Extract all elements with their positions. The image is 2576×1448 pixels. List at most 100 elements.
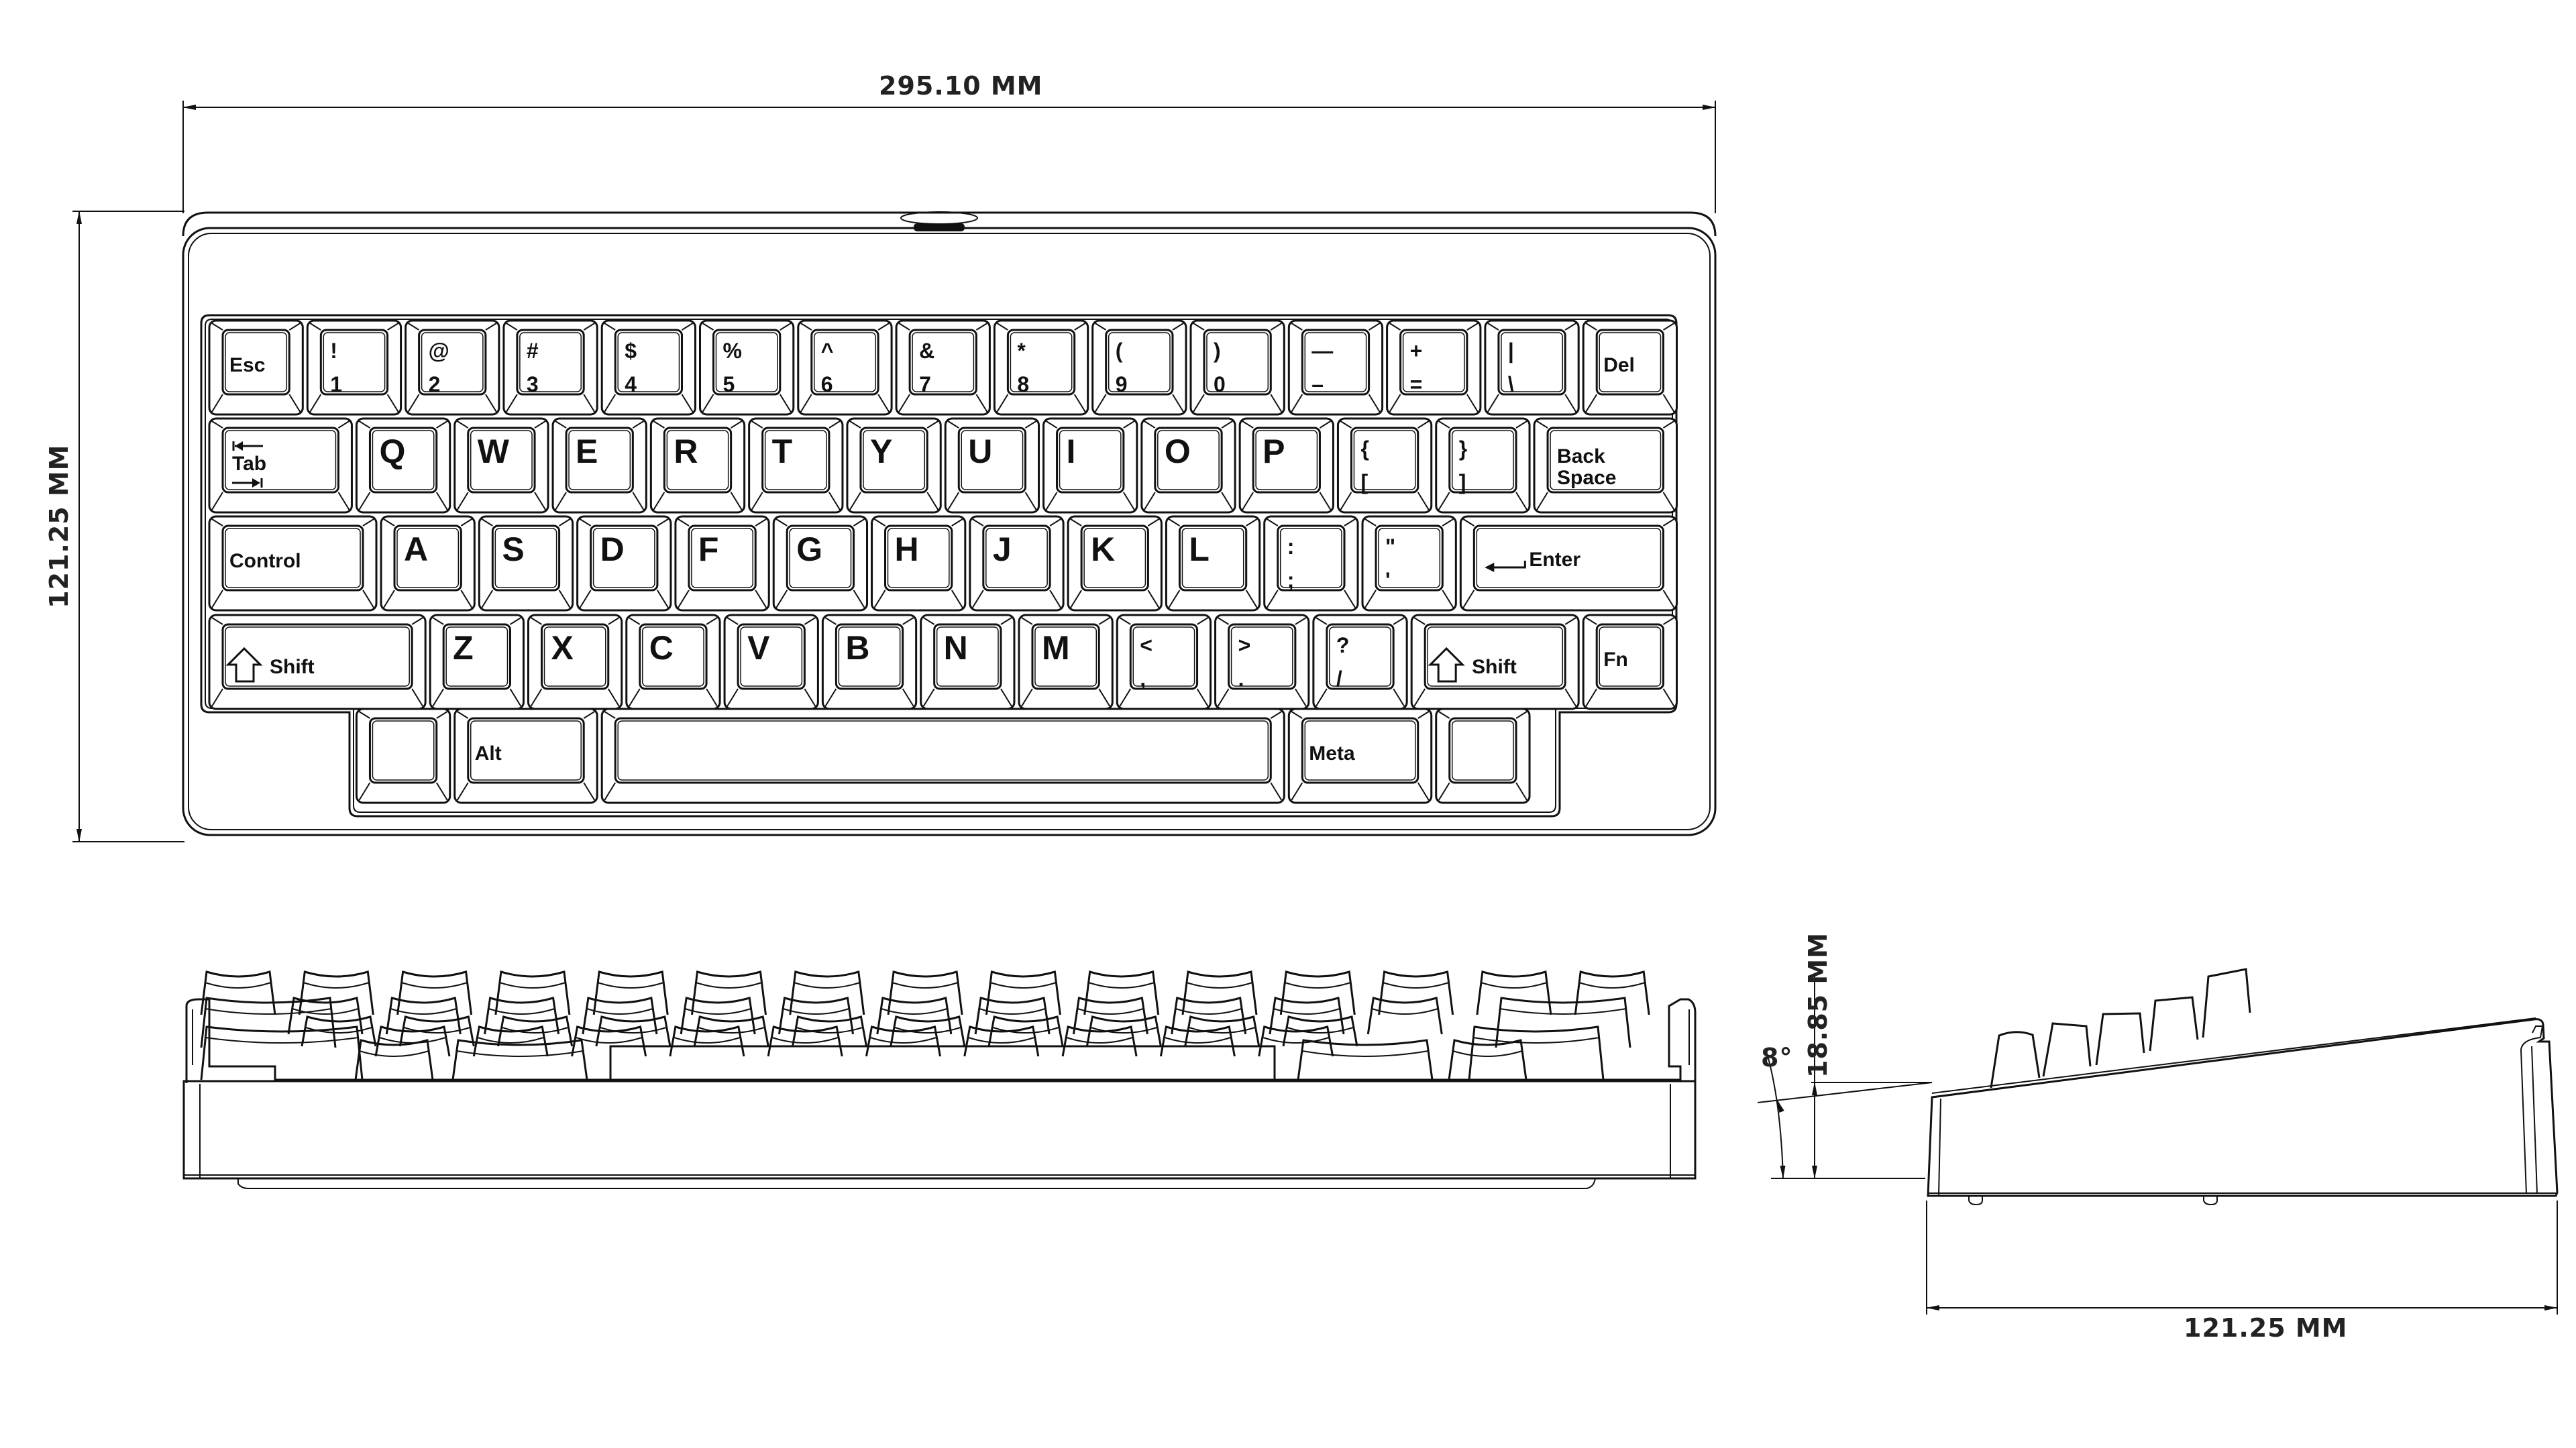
key-a[interactable]: A (380, 515, 476, 612)
key-comma[interactable]: <, (1116, 614, 1212, 710)
key-z[interactable]: Z (429, 614, 525, 710)
key-i[interactable]: I (1042, 417, 1138, 514)
key-legend-shift: $ (625, 339, 637, 363)
side-view (1757, 968, 2559, 1315)
key-legend: Control (229, 550, 301, 572)
key-legend: F (698, 531, 719, 568)
key-m[interactable]: M (1018, 614, 1114, 710)
key-legend: Fn (1603, 649, 1628, 671)
side-depth-dimension-label: 121.25 MM (2184, 1313, 2348, 1343)
key-l[interactable]: L (1165, 515, 1261, 612)
key-esc[interactable]: Esc (208, 319, 304, 416)
key-o[interactable]: O (1140, 417, 1236, 514)
key-legend-shift: { (1360, 437, 1368, 461)
key-equals[interactable]: += (1386, 319, 1482, 416)
key-blank-right[interactable] (1435, 708, 1531, 804)
key-4[interactable]: $4 (600, 319, 697, 416)
key-legend-base: 3 (527, 372, 539, 396)
key-legend-base: \ (1508, 372, 1514, 396)
key-legend-base: 7 (919, 372, 931, 396)
key-alt[interactable]: Alt (453, 708, 598, 804)
key-control[interactable]: Control (208, 515, 378, 612)
key-legend-base: . (1238, 667, 1244, 691)
key-9[interactable]: (9 (1091, 319, 1187, 416)
key-legend: Z (453, 629, 474, 667)
key-x[interactable]: X (527, 614, 623, 710)
key-k[interactable]: K (1067, 515, 1163, 612)
key-shift-left[interactable]: Shift (208, 614, 427, 710)
key-c[interactable]: C (625, 614, 721, 710)
key-5[interactable]: %5 (699, 319, 795, 416)
key-legend-base: 2 (429, 372, 441, 396)
key-u[interactable]: U (944, 417, 1040, 514)
key-semicolon[interactable]: :; (1263, 515, 1359, 612)
key-legend: Esc (229, 354, 265, 376)
key-q[interactable]: Q (355, 417, 451, 514)
key-7[interactable]: &7 (895, 319, 991, 416)
key-v[interactable]: V (723, 614, 819, 710)
key-2[interactable]: @2 (405, 319, 500, 416)
key-bracket-right[interactable]: }] (1435, 417, 1531, 514)
key-legend-shift: & (919, 339, 934, 363)
key-legend-base: 6 (821, 372, 833, 396)
key-fn[interactable]: Fn (1582, 614, 1678, 710)
key-period[interactable]: >. (1214, 614, 1310, 710)
key-legend: E (576, 433, 598, 470)
key-0[interactable]: )0 (1189, 319, 1285, 416)
key-y[interactable]: Y (846, 417, 942, 514)
key-shift-right[interactable]: Shift (1410, 614, 1580, 710)
key-g[interactable]: G (772, 515, 869, 612)
key-r[interactable]: R (649, 417, 746, 514)
key-minus[interactable]: —– (1287, 319, 1384, 416)
key-legend-shift: ^ (821, 339, 834, 363)
angle-dimension-label: 8° (1761, 1043, 1793, 1072)
key-legend: Shift (270, 656, 315, 678)
key-enter[interactable]: Enter (1459, 515, 1678, 612)
key-bracket-left[interactable]: {[ (1336, 417, 1433, 514)
key-tab[interactable]: Tab (208, 417, 353, 514)
key-legend-shift: ! (330, 339, 337, 363)
key-d[interactable]: D (576, 515, 672, 612)
key-legend-shift: < (1140, 633, 1152, 657)
key-8[interactable]: *8 (993, 319, 1089, 416)
width-dimension-label: 295.10 MM (879, 71, 1043, 101)
key-f[interactable]: F (674, 515, 770, 612)
key-legend-base: 4 (625, 372, 637, 396)
key-legend-shift: # (527, 339, 539, 363)
key-legend: X (551, 629, 573, 667)
key-slash[interactable]: ?/ (1312, 614, 1408, 710)
key-legend-shift: > (1238, 633, 1251, 657)
key-meta[interactable]: Meta (1287, 708, 1433, 804)
key-backslash[interactable]: |\ (1484, 319, 1580, 416)
key-legend-base: 5 (723, 372, 735, 396)
key-j[interactable]: J (969, 515, 1065, 612)
side-case-body (1927, 1018, 2559, 1197)
key-p[interactable]: P (1238, 417, 1334, 514)
key-6[interactable]: ^6 (797, 319, 893, 416)
key-e[interactable]: E (551, 417, 647, 514)
key-h[interactable]: H (871, 515, 967, 612)
key-legend-base: [ (1360, 470, 1368, 494)
key-w[interactable]: W (453, 417, 549, 514)
key-quote[interactable]: "' (1361, 515, 1457, 612)
key-n[interactable]: N (920, 614, 1016, 710)
side-depth-dimension (1926, 1201, 2558, 1315)
key-1[interactable]: !1 (306, 319, 402, 416)
key-legend: B (845, 629, 869, 667)
key-s[interactable]: S (478, 515, 574, 612)
key-b[interactable]: B (821, 614, 918, 710)
key-del[interactable]: Del (1582, 319, 1678, 416)
key-3[interactable]: #3 (502, 319, 598, 416)
key-legend: M (1042, 629, 1070, 667)
key-legend-shift: } (1459, 437, 1467, 461)
key-legend-base: 9 (1116, 372, 1128, 396)
key-blank-left[interactable] (355, 708, 451, 804)
key-legend: I (1067, 433, 1076, 470)
key-legend-shift: ( (1116, 339, 1123, 363)
key-legend-base: ; (1287, 568, 1295, 592)
key-space[interactable] (600, 708, 1285, 804)
usb-connector (900, 211, 978, 231)
key-t[interactable]: T (748, 417, 844, 514)
